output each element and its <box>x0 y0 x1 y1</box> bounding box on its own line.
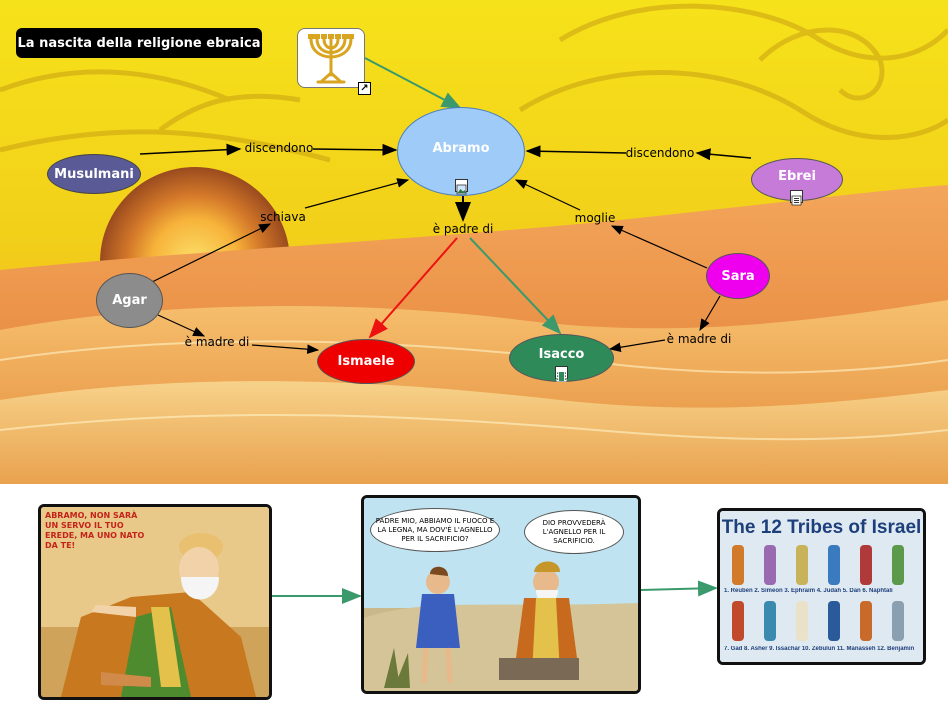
map-title: La nascita della religione ebraica <box>16 28 262 58</box>
panel2-bubble-son-text: PADRE MIO, ABBIAMO IL FUOCO E LA LEGNA, … <box>375 517 495 544</box>
comic-panel-isacco[interactable]: PADRE MIO, ABBIAMO IL FUOCO E LA LEGNA, … <box>361 495 641 694</box>
link-label-schiava[interactable]: schiava <box>260 210 306 224</box>
tribes-image-panel[interactable]: The 12 Tribes of Israel 1. Reuben 2. Sim… <box>717 508 926 665</box>
discendono-to-abramo-link <box>313 149 396 150</box>
agar-to-madre-link <box>158 315 204 336</box>
panel2-to-panel3-arrow <box>641 588 716 590</box>
node-sara[interactable]: Sara <box>706 253 770 299</box>
link-label-madre-di-sara[interactable]: è madre di <box>667 332 732 346</box>
link-label-discendono-left[interactable]: discendono <box>245 141 314 155</box>
link-label-discendono-right[interactable]: discendono <box>626 146 695 160</box>
ebrei-to-discendono-link <box>697 153 751 158</box>
padre-to-isacco-link <box>470 238 560 333</box>
padre-to-ismaele-link <box>370 238 457 337</box>
link-label-madre-di-agar[interactable]: è madre di <box>185 335 250 349</box>
document-icon[interactable] <box>790 190 803 203</box>
film-icon[interactable] <box>555 366 568 379</box>
panel2-bubble-son: PADRE MIO, ABBIAMO IL FUOCO E LA LEGNA, … <box>370 508 500 552</box>
node-sara-label: Sara <box>721 269 754 284</box>
link-label-padre-di[interactable]: è padre di <box>433 222 494 236</box>
node-abramo-label: Abramo <box>432 141 489 156</box>
node-ebrei-label: Ebrei <box>778 169 816 184</box>
node-ismaele[interactable]: Ismaele <box>317 339 415 384</box>
agar-to-schiava-link <box>150 224 270 283</box>
menorah-to-abramo-link <box>365 58 460 108</box>
node-agar-label: Agar <box>112 293 147 308</box>
comic-panel-abramo[interactable]: ABRAMO, NON SARÀ UN SERVO IL TUO EREDE, … <box>38 504 272 700</box>
node-isacco-label: Isacco <box>539 347 585 362</box>
tribes-row2-labels: 7. Gad 8. Asher 9. Issachar 10. Zebulun … <box>724 646 922 652</box>
panel2-bubble-father-text: DIO PROVVEDERÀ L'AGNELLO PER IL SACRIFIC… <box>529 519 619 546</box>
moglie-to-abramo-link <box>516 180 580 210</box>
node-musulmani-label: Musulmani <box>54 167 134 182</box>
panel1-speech-text: ABRAMO, NON SARÀ UN SERVO IL TUO EREDE, … <box>45 511 145 551</box>
node-ismaele-label: Ismaele <box>338 354 395 369</box>
madre-to-ismaele-link <box>252 345 318 350</box>
tribes-row1-labels: 1. Reuben 2. Simeon 3. Ephraim 4. Judah … <box>724 588 922 594</box>
node-musulmani[interactable]: Musulmani <box>47 154 141 194</box>
panel2-bubble-father: DIO PROVVEDERÀ L'AGNELLO PER IL SACRIFIC… <box>524 510 624 554</box>
link-label-moglie[interactable]: moglie <box>575 211 616 225</box>
shortcut-arrow-icon[interactable]: ↗ <box>358 82 371 95</box>
sara-to-moglie-link <box>612 226 707 268</box>
image-icon[interactable] <box>455 179 468 192</box>
menorah-icon <box>298 29 364 87</box>
schiava-to-abramo-link <box>305 180 408 208</box>
node-agar[interactable]: Agar <box>96 273 163 328</box>
sara-to-madre-link <box>700 296 720 330</box>
discendono-right-to-abramo-link <box>527 151 626 153</box>
menorah-image-node[interactable] <box>297 28 365 88</box>
musulmani-to-discendono-link <box>140 149 240 154</box>
tribes-title: The 12 Tribes of Israel <box>720 517 923 539</box>
madre-to-isacco-link <box>610 340 665 349</box>
